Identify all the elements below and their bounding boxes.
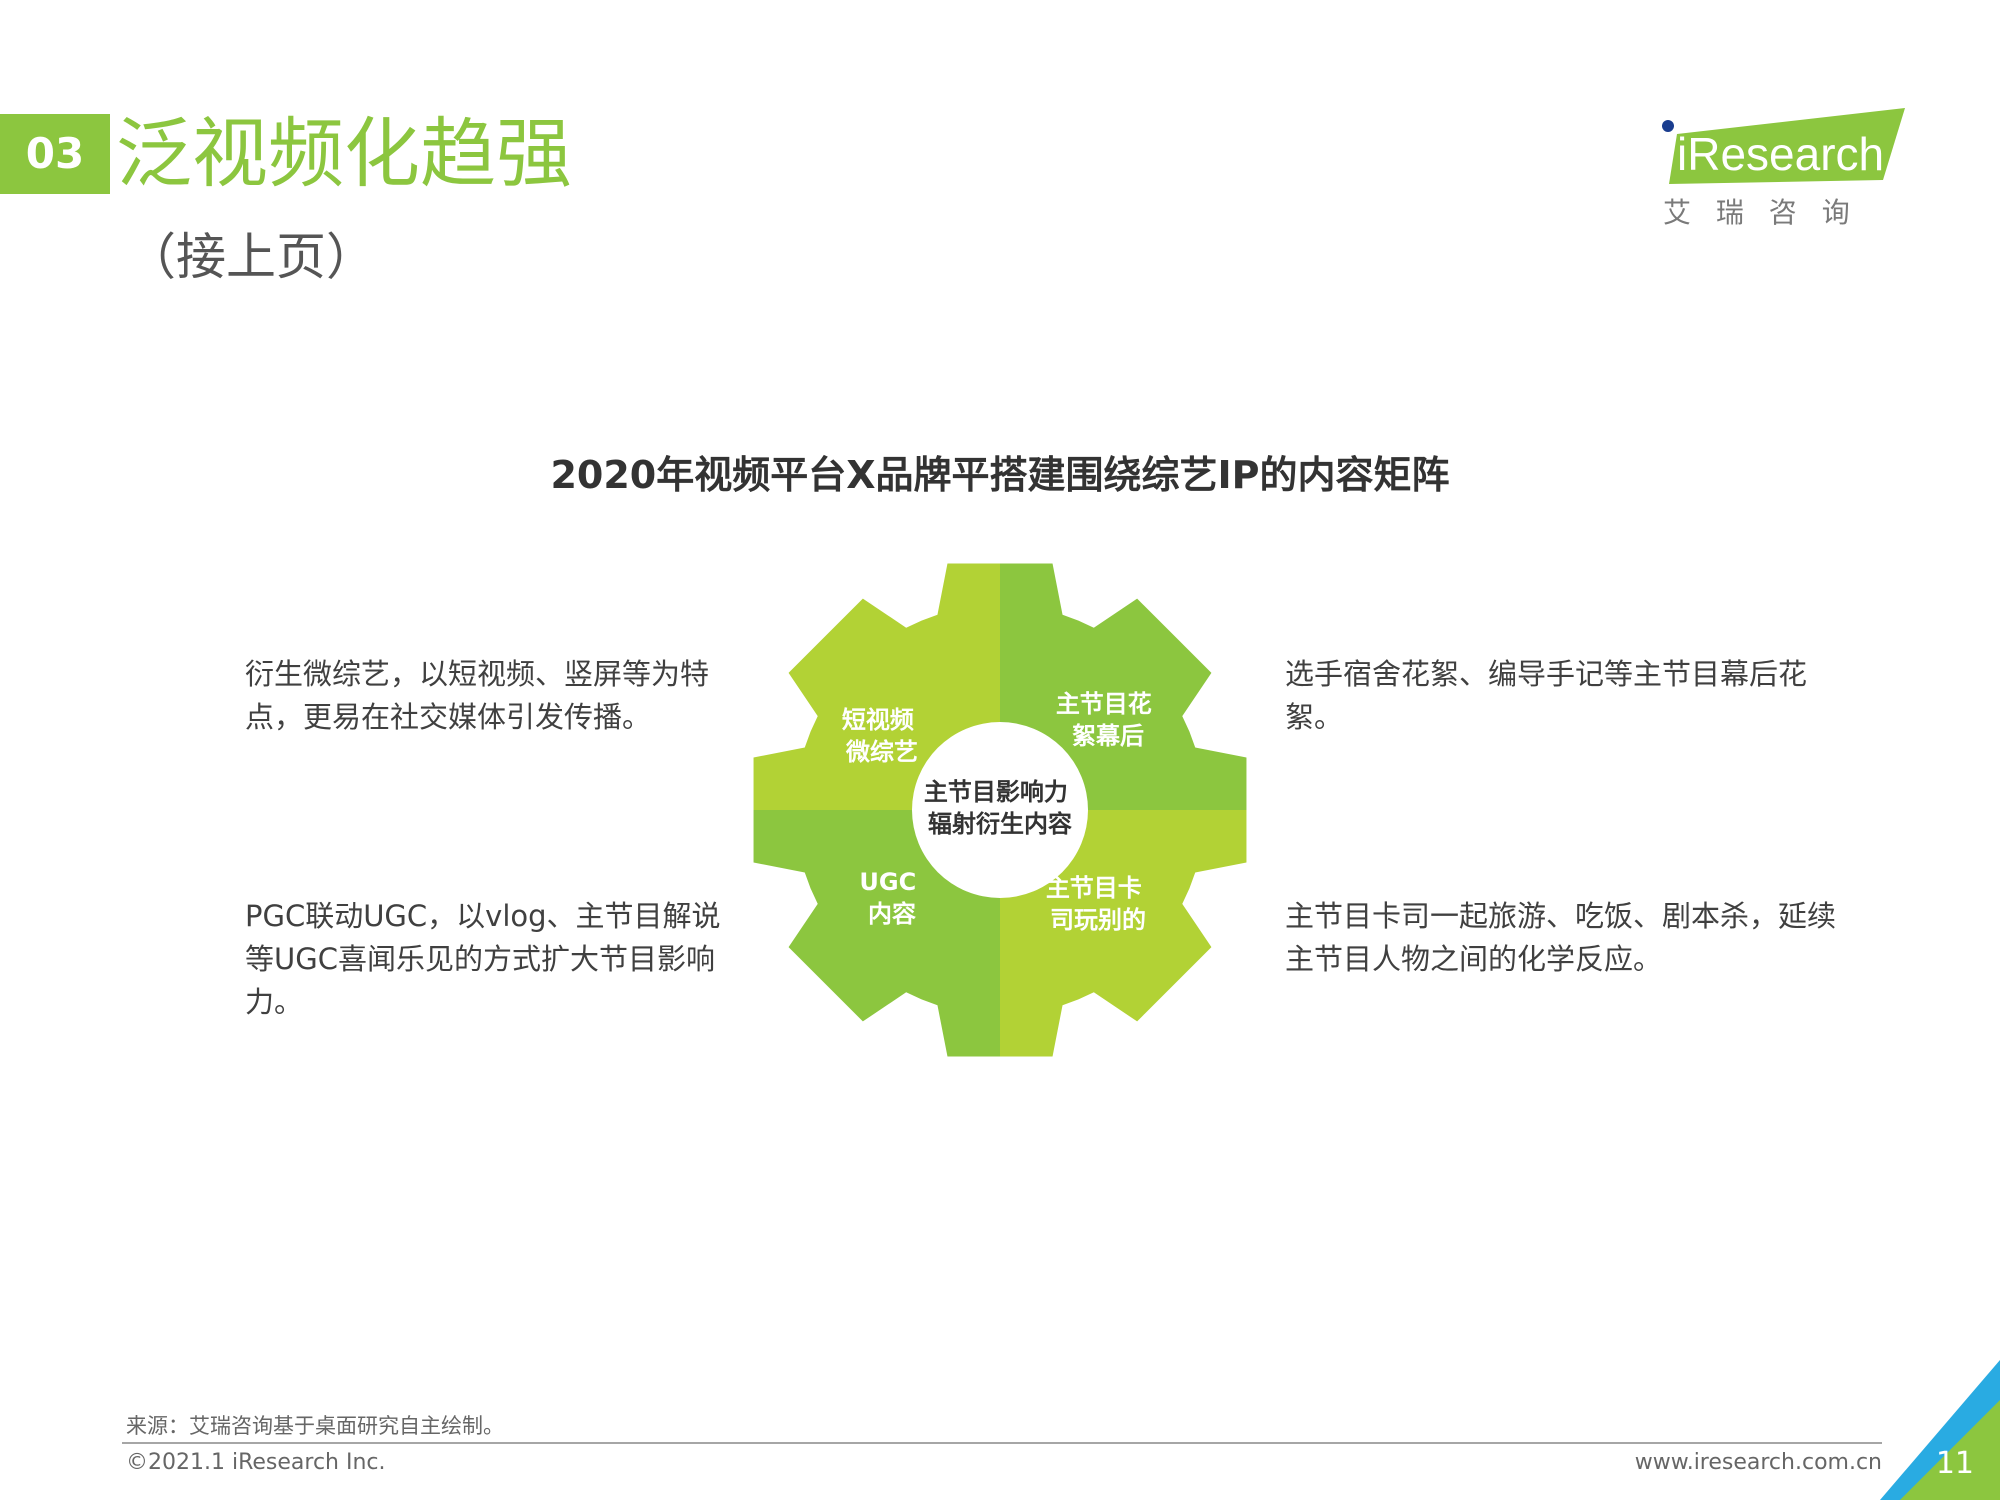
logo-brand: iResearch xyxy=(1677,128,1884,180)
description-top-right: 选手宿舍花絮、编导手记等主节目幕后花絮。 xyxy=(1285,657,1808,734)
footer-source: 来源：艾瑞咨询基于桌面研究自主绘制。 xyxy=(126,1414,504,1438)
footer-divider xyxy=(122,1442,1882,1444)
corner-blue-shape xyxy=(1880,1360,2000,1500)
gear-label-top-left-line2: 微综艺 xyxy=(845,738,918,766)
gear-center-hub xyxy=(912,722,1088,898)
gear-label-bottom-right-line2: 司玩别的 xyxy=(1050,906,1146,934)
gear-label-bottom-right-line1: 主节目卡 xyxy=(1046,874,1142,902)
section-number-badge: 03 xyxy=(0,114,110,194)
svg-text:主节目花 絮幕后: 主节目花 絮幕后 xyxy=(1056,690,1160,750)
gear-label-top-right-line2: 絮幕后 xyxy=(1072,722,1144,750)
gear-center-line2: 辐射衍生内容 xyxy=(928,810,1072,838)
gear-label-top-left-line1: 短视频 xyxy=(842,706,914,734)
content-matrix-gear: 短视频 微综艺 主节目花 絮幕后 UGC 内容 主节目卡 司玩别的 主节目影响力… xyxy=(753,563,1247,1057)
corner-decoration xyxy=(1880,1360,2000,1500)
footer-url: www.iresearch.com.cn xyxy=(1634,1450,1882,1475)
logo-banner xyxy=(1669,108,1905,184)
gear-label-bottom-left-line1: UGC xyxy=(859,868,916,896)
description-bottom-left: PGC联动UGC，以vlog、主节目解说等UGC喜闻乐见的方式扩大节目影响力。 xyxy=(245,899,721,1019)
logo-tagline: 艾 瑞 咨 询 xyxy=(1663,196,1858,229)
page-subtitle: （接上页） xyxy=(126,228,376,286)
gear-center-line1: 主节目影响力 xyxy=(924,778,1068,806)
iresearch-logo: iResearch 艾 瑞 咨 询 xyxy=(1662,108,1905,229)
svg-text:短视频 微综艺: 短视频 微综艺 xyxy=(842,706,922,766)
corner-green-shape xyxy=(1900,1400,2000,1500)
page-number: 11 xyxy=(1935,1446,1974,1481)
gear-label-top-right-line1: 主节目花 xyxy=(1056,690,1152,718)
page-title: 泛视频化趋强 xyxy=(116,109,572,198)
footer-copyright: ©2021.1 iResearch Inc. xyxy=(126,1450,386,1475)
description-bottom-right: 主节目卡司一起旅游、吃饭、剧本杀，延续主节目人物之间的化学反应。 xyxy=(1285,899,1837,976)
svg-text:UGC 内容: UGC 内容 xyxy=(859,868,924,928)
svg-text:主节目卡 司玩别的: 主节目卡 司玩别的 xyxy=(1046,874,1150,934)
diagram-title: 2020年视频平台X品牌平搭建围绕综艺IP的内容矩阵 xyxy=(550,453,1450,497)
description-top-left: 衍生微综艺，以短视频、竖屏等为特点，更易在社交媒体引发传播。 xyxy=(245,657,710,734)
logo-dot xyxy=(1662,120,1674,132)
gear-label-bottom-left-line2: 内容 xyxy=(868,900,916,928)
svg-text:主节目影响力 辐射衍生内容: 主节目影响力 辐射衍生内容 xyxy=(924,778,1076,838)
